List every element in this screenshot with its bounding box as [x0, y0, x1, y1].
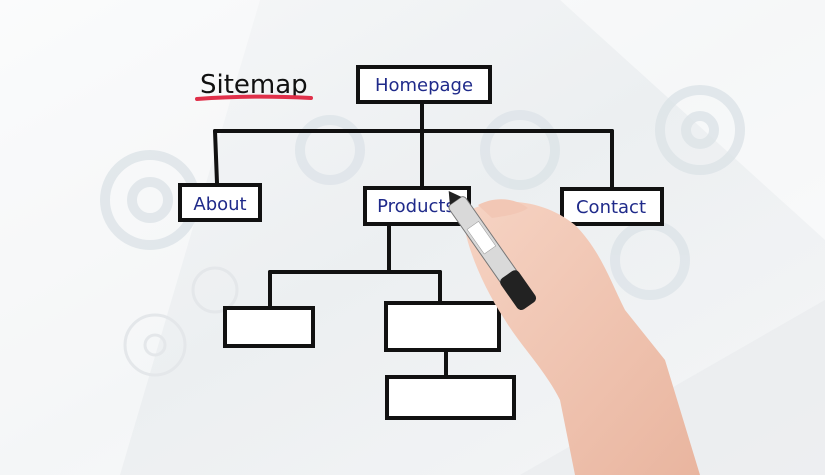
- title-underline: [195, 94, 313, 101]
- node-about: About: [178, 183, 262, 222]
- node-label-contact: Contact: [576, 197, 646, 218]
- node-box: [356, 65, 492, 104]
- hand-icon: [465, 201, 700, 475]
- connectors: [213, 100, 614, 379]
- empty-node-box: [223, 306, 315, 348]
- connector: [213, 129, 219, 185]
- gear-icon: [191, 266, 239, 314]
- node-homepage: Homepage: [356, 65, 492, 104]
- node-label-homepage: Homepage: [375, 75, 473, 96]
- gear-icon: [655, 85, 745, 175]
- node-box: [178, 183, 262, 222]
- node-label-products: Products: [377, 196, 455, 217]
- node-box: [560, 187, 664, 226]
- thumb-shape: [478, 199, 528, 218]
- gear-icon: [480, 110, 560, 190]
- gear-icon: [123, 313, 187, 377]
- hand-with-marker: [448, 191, 700, 475]
- empty-node-box: [385, 375, 516, 420]
- empty-node-box: [384, 301, 501, 352]
- gear-icon: [295, 115, 365, 185]
- node-contact: Contact: [560, 187, 664, 226]
- marker-icon: [448, 191, 537, 311]
- node-label-about: About: [193, 194, 246, 215]
